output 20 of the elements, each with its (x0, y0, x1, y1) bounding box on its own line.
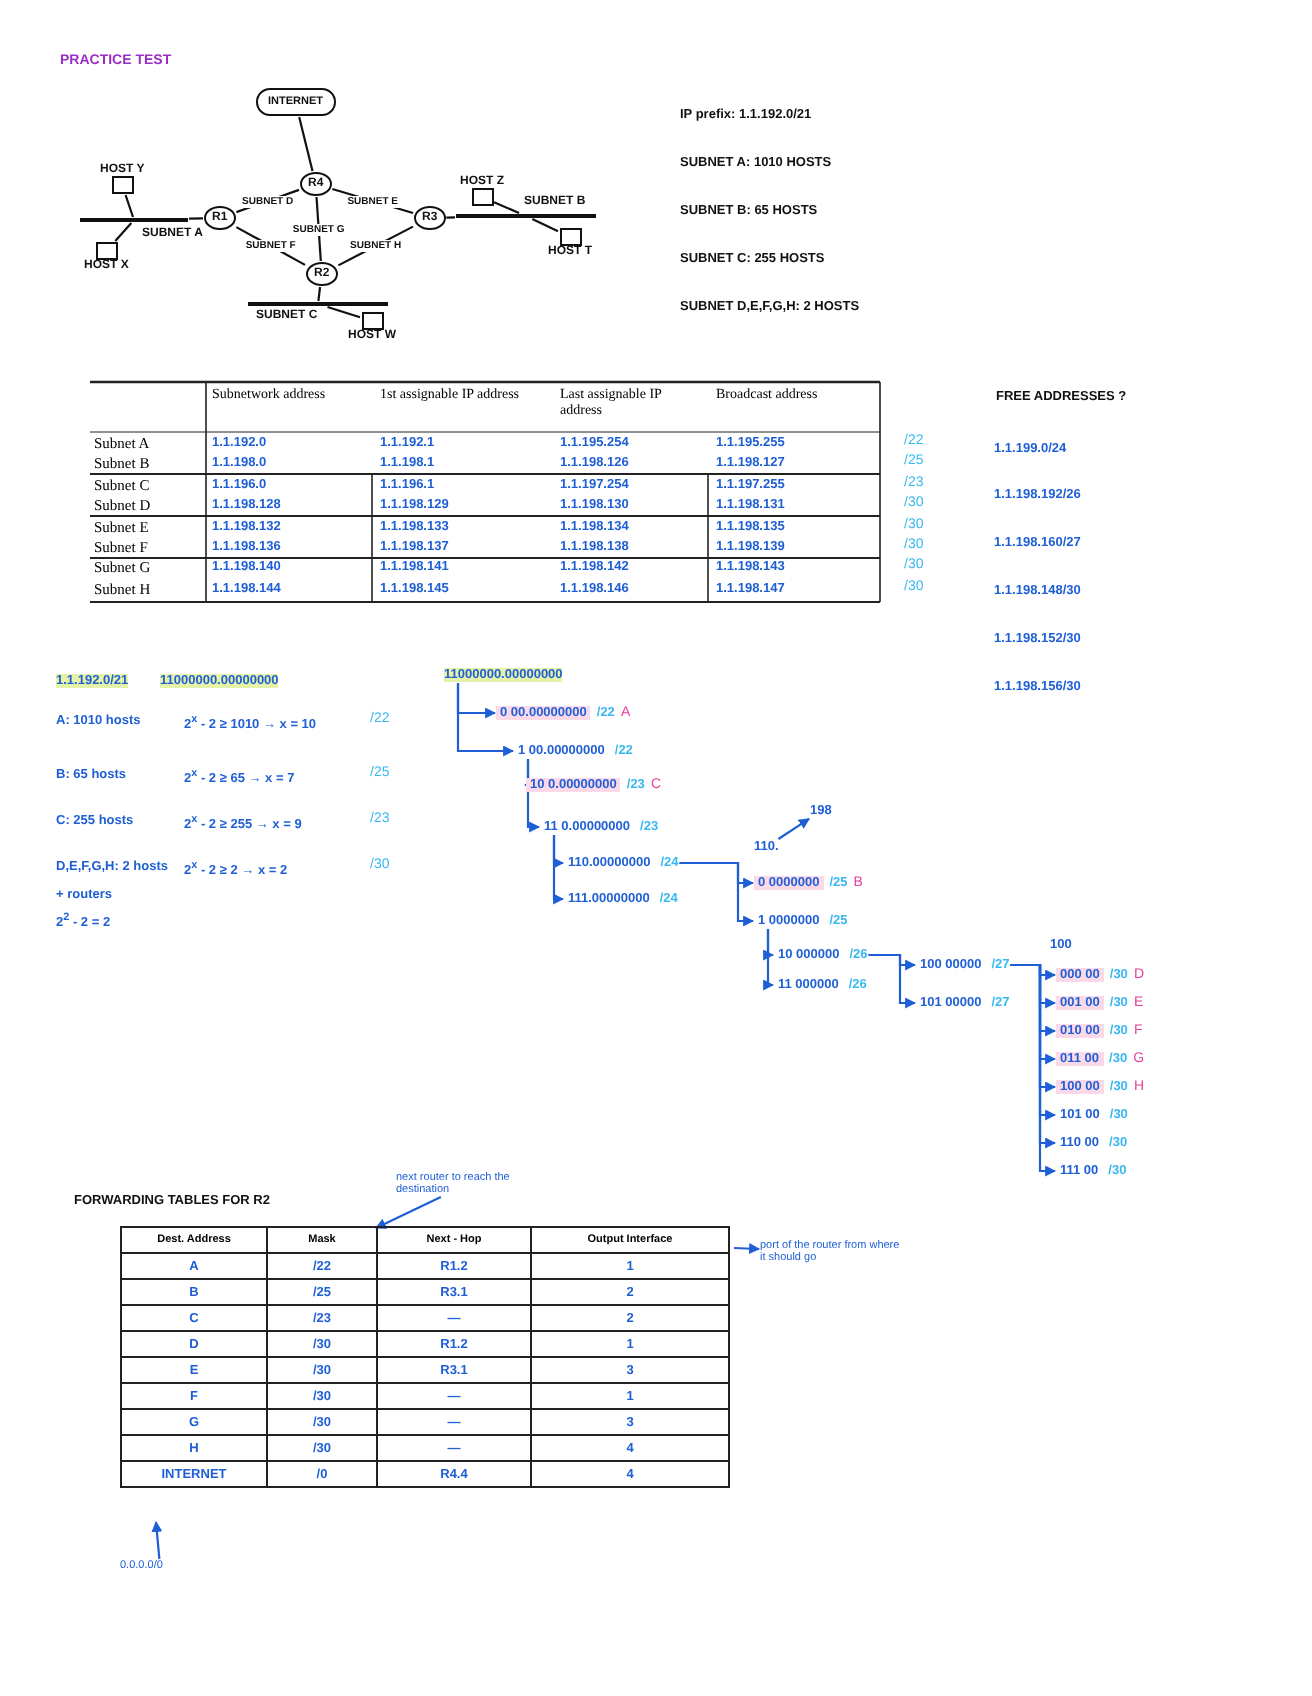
leader-line (733, 1243, 761, 1255)
connector-line (315, 196, 322, 262)
curved-arrow (777, 817, 810, 840)
connector-line (317, 286, 322, 302)
leader-line (375, 1196, 442, 1229)
tree-arrow (552, 835, 565, 905)
connector-line (298, 116, 314, 172)
connector-line (114, 222, 133, 242)
connector-line (124, 194, 135, 218)
connector-line (531, 218, 559, 233)
tree-arrow (526, 759, 541, 833)
connector-line (493, 201, 520, 214)
tree-arrow (456, 683, 515, 757)
tree-arrow (679, 861, 755, 927)
connector-line (446, 216, 456, 219)
connector-line (327, 305, 361, 319)
tree-arrow (868, 953, 917, 1009)
tree-arrow (763, 929, 775, 991)
leader-line (151, 1520, 163, 1560)
connector-line (188, 217, 204, 220)
